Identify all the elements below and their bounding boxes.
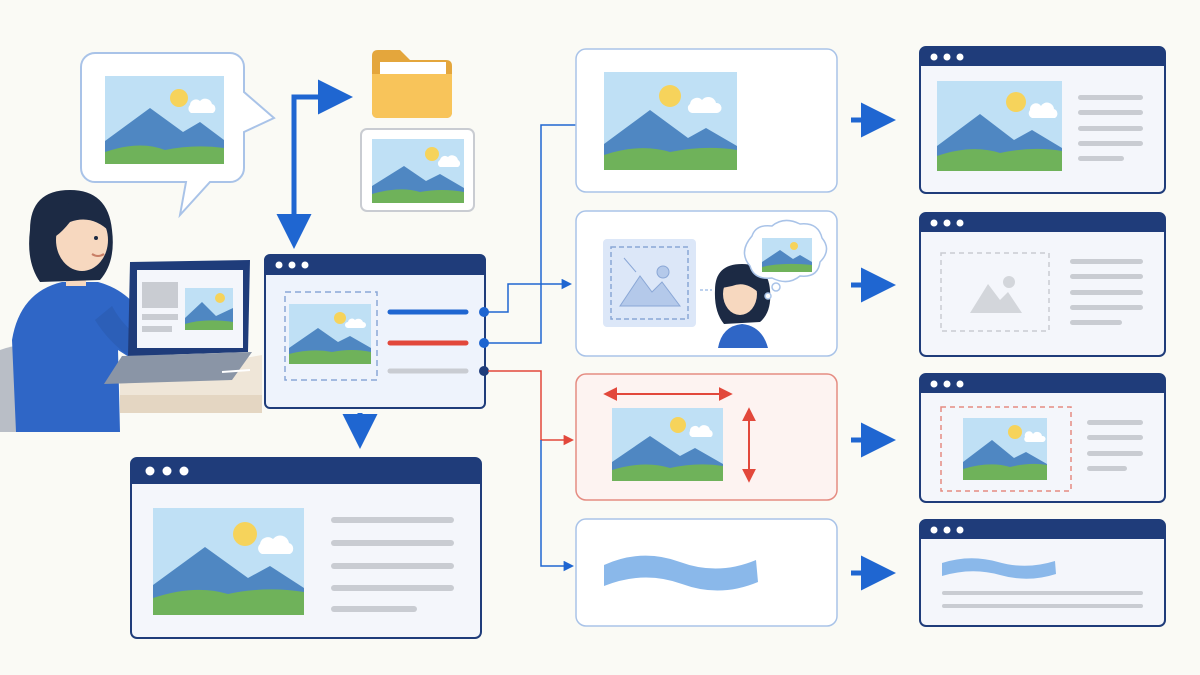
result-window-resized [919,373,1166,503]
image-icon [105,76,224,164]
arrow-icon [488,278,573,313]
image-icon [289,304,371,364]
image-icon [612,408,723,481]
arrow-icon [488,370,575,446]
placeholder-image-icon [603,239,696,327]
wave-icon [604,555,758,591]
arrow-icon [291,79,353,238]
result-window-placeholder [919,212,1166,357]
wave-icon [942,558,1056,579]
person-at-laptop [0,190,262,432]
central-editor-window [264,254,489,409]
speech-bubble-icon [80,52,276,219]
result-window-wave [919,519,1166,627]
arrow-icon [540,440,575,572]
result-window-large [130,457,482,639]
image-icon [372,139,464,203]
saved-image-card [360,128,475,212]
thought-bubble-icon [743,219,828,300]
image-icon [153,508,304,615]
panel-image-option [575,48,838,193]
image-icon [963,418,1047,480]
placeholder-image-icon [940,252,1050,332]
result-window-image [919,46,1166,194]
image-icon [937,81,1062,171]
image-icon [604,72,737,170]
panel-placeholder-option [575,210,838,357]
folder-icon [372,50,452,118]
text-lines [331,517,454,612]
panel-resize-option [575,373,838,501]
panel-wave-option [575,518,838,627]
image-icon [762,238,812,272]
laptop-icon [104,260,252,384]
connector-line [488,124,576,344]
person-icon [714,264,771,348]
